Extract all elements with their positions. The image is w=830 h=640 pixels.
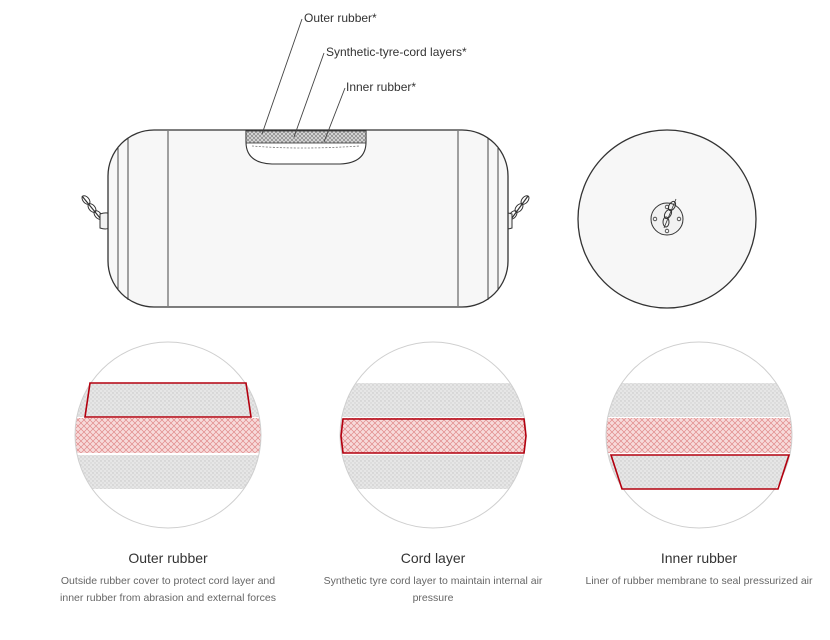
inner-rubber-description: Liner of rubber membrane to seal pressur… bbox=[585, 575, 813, 587]
callout-lines bbox=[261, 18, 346, 143]
outer-rubber-detail bbox=[74, 341, 262, 529]
cord-layer-title: Cord layer bbox=[400, 550, 466, 566]
callout-cord-layers: Synthetic-tyre-cord layers* bbox=[326, 45, 467, 59]
inner-rubber-title: Inner rubber bbox=[660, 550, 738, 566]
cord-layer-detail bbox=[339, 341, 527, 529]
fender-side-view bbox=[81, 129, 530, 308]
left-chain-icon bbox=[81, 195, 113, 230]
inner-rubber-detail bbox=[605, 341, 793, 529]
callout-outer-rubber: Outer rubber* bbox=[304, 11, 377, 25]
cord-layer-description: Synthetic tyre cord layer to maintain in… bbox=[323, 575, 543, 604]
fender-end-view bbox=[577, 129, 757, 309]
callout-inner-rubber: Inner rubber* bbox=[346, 80, 417, 94]
outer-rubber-description: Outside rubber cover to protect cord lay… bbox=[60, 575, 276, 604]
outer-rubber-title: Outer rubber bbox=[128, 550, 208, 566]
